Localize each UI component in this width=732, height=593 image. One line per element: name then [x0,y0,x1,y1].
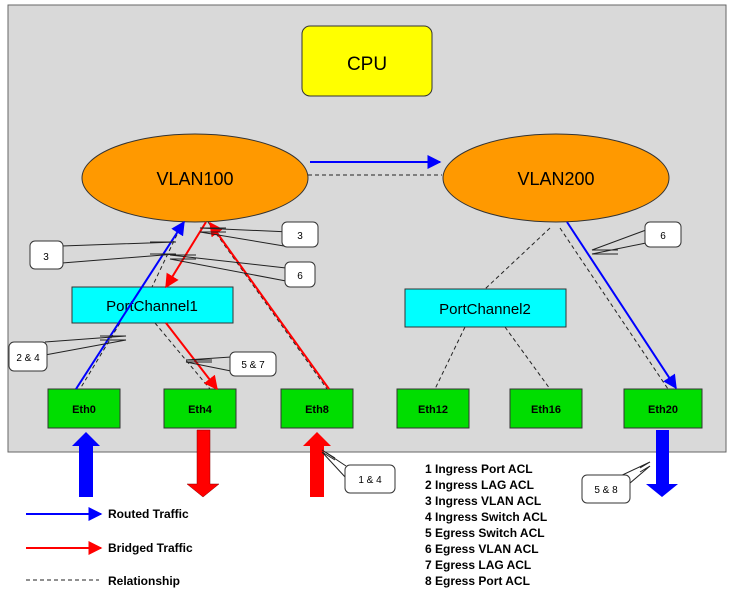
egress-arrow-eth4 [186,429,220,498]
callouts: 3 3 6 2 & 4 5 & 7 6 1 & 4 5 & 8 [8,221,682,504]
ports: Eth0 Eth4 Eth8 Eth12 Eth16 Eth20 [47,388,703,429]
callout-box-2 [281,221,319,248]
port-eth4 [163,388,237,429]
port-eth0 [47,388,121,429]
acl-item: 6 Egress VLAN ACL [425,542,539,556]
port-eth12-label: Eth12 [418,404,448,416]
legend-bridged-label: Bridged Traffic [108,541,193,555]
callout-leaders [44,227,651,496]
acl-list: 1 Ingress Port ACL 2 Ingress LAG ACL 3 I… [425,462,547,588]
port-eth0-label: Eth0 [72,404,96,416]
bridged-pc1-to-eth4 [165,322,218,391]
portchannel1-box [71,286,234,324]
callout-text-4: 2 & 4 [16,353,40,364]
legend-relationship-label: Relationship [108,574,180,588]
cpu-box [301,25,433,97]
routed-eth0-to-vlan100 [75,220,185,390]
bridged-eth8-to-vlan100 [209,221,330,390]
callout-box-4 [8,341,48,372]
port-eth20 [623,388,703,429]
port-eth16 [509,388,583,429]
callout-box-5 [229,351,277,377]
port-eth16-label: Eth16 [531,404,561,416]
port-eth8 [280,388,354,429]
ingress-arrow-eth8 [303,432,331,497]
vlan200-ellipse [442,133,670,223]
legend-routed-label: Routed Traffic [108,507,189,521]
callout-text-5: 5 & 7 [241,360,265,371]
callout-text-7: 1 & 4 [358,475,382,486]
acl-item: 1 Ingress Port ACL [425,462,533,476]
callout-box-6 [644,221,682,248]
callout-text-1: 3 [43,252,49,263]
cpu-label: CPU [347,54,387,75]
portchannel1-label: PortChannel1 [106,298,198,315]
acl-item: 2 Ingress LAG ACL [425,478,534,492]
egress-arrow-eth20 [646,430,678,497]
acl-item: 3 Ingress VLAN ACL [425,494,541,508]
ingress-arrow-eth0 [72,432,100,497]
port-eth20-label: Eth20 [648,404,678,416]
traffic-arrows [75,155,677,391]
callout-box-7 [344,464,396,494]
callout-box-1 [29,240,64,270]
callout-box-8 [581,474,631,504]
routed-vlan200-to-eth20 [566,221,677,390]
acl-item: 4 Ingress Switch ACL [425,510,547,524]
port-eth4-label: Eth4 [188,404,213,416]
callout-text-2: 3 [297,231,303,242]
callout-text-6: 6 [660,231,666,242]
legend: Routed Traffic Bridged Traffic Relations… [26,507,193,588]
callout-text-8: 5 & 8 [594,485,618,496]
vlan100-label: VLAN100 [156,169,233,189]
port-eth8-label: Eth8 [305,404,329,416]
acl-item: 7 Egress LAG ACL [425,558,531,572]
port-eth12 [396,388,470,429]
portchannel2-box [404,288,567,328]
relationship-lines [79,174,669,390]
vlan200-label: VLAN200 [517,169,594,189]
acl-item: 8 Egress Port ACL [425,574,530,588]
callout-box-3 [284,261,316,288]
acl-item: 5 Egress Switch ACL [425,526,545,540]
portchannel2-label: PortChannel2 [439,301,531,318]
vlan100-ellipse [81,133,309,223]
callout-text-3: 6 [297,271,303,282]
